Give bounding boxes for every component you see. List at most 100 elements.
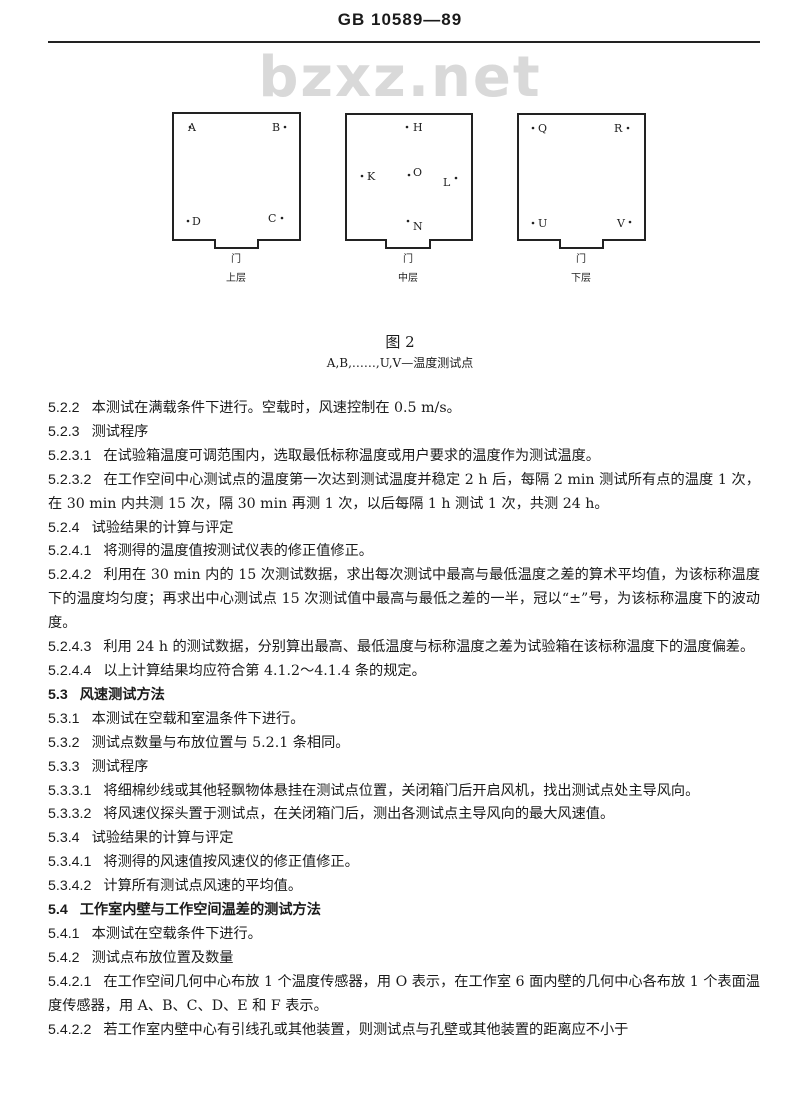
clause-number: 5.3.4 [48, 830, 80, 847]
floor-label: 上层 [226, 272, 246, 284]
point-marker [280, 216, 284, 220]
figure-legend: A,B,……,U,V—温度测试点 [326, 356, 474, 370]
figure-caption: 图 2 [385, 333, 415, 351]
clause-number: 5.3.4.1 [48, 854, 92, 871]
point-label: A [187, 121, 197, 134]
clause-number: 5.4.2 [48, 949, 80, 966]
point-marker [531, 126, 535, 130]
clause-number: 5.2.4.2 [48, 567, 92, 584]
clause-number: 5.2.3.2 [48, 471, 92, 488]
clause-text: 计算所有测试点风速的平均值。 [103, 878, 303, 895]
clause-number: 5.4.1 [48, 925, 80, 942]
point-marker [405, 125, 409, 129]
clause-number: 5.3 [48, 686, 68, 703]
paragraph: 5.2.4.4 以上计算结果均应符合第 4.1.2～4.1.4 条的规定。 [48, 660, 760, 684]
clause-number: 5.2.4 [48, 519, 80, 536]
clause-text: 本测试在空载和室温条件下进行。 [91, 710, 305, 727]
clause-text: 测试点数量与布放位置与 5.2.1 条相同。 [91, 734, 350, 751]
clause-text: 测试程序 [91, 758, 149, 775]
clause-number: 5.2.2 [48, 400, 80, 416]
paragraph: 5.3.4.2 计算所有测试点风速的平均值。 [48, 875, 760, 899]
clause-text: 测试程序 [91, 423, 149, 440]
floor-label: 下层 [571, 272, 591, 284]
clause-text: 利用在 30 min 内的 15 次测试数据，求出每次测试中最高与最低温度之差的… [48, 567, 760, 632]
paragraph: 5.2.4.3 利用 24 h 的测试数据，分别算出最高、最低温度与标称温度之差为… [48, 636, 760, 660]
point-label: B [272, 121, 280, 134]
point-label: L [443, 176, 451, 189]
point-label: N [413, 220, 423, 233]
clause-number: 5.3.3 [48, 758, 80, 775]
clause-number: 5.2.4.4 [48, 662, 92, 679]
point-marker [406, 219, 410, 223]
paragraph: 5.2.3.1 在试验箱温度可调范围内，选取最低标称温度或用户要求的温度作为测试温… [48, 445, 760, 469]
point-label: O [413, 166, 422, 179]
point-marker [407, 173, 411, 177]
point-label: Q [538, 122, 547, 135]
figure-2-diagram: A B C D H K O L N Q R U V 门 上层 门 中层 门 下层 [172, 112, 646, 284]
point-label: V [616, 217, 626, 230]
paragraph: 5.3.1 本测试在空载和室温条件下进行。 [48, 708, 760, 732]
document-body: 5.2.2 本测试在满载条件下进行。空载时，风速控制在 0.5 m/s。 5.2.3… [48, 397, 760, 1042]
clause-text: 在试验箱温度可调范围内，选取最低标称温度或用户要求的温度作为测试温度。 [103, 447, 600, 464]
point-label: R [614, 122, 623, 135]
clause-text: 测试点布放位置及数量 [91, 949, 234, 966]
clause-text: 工作室内壁与工作空间温差的测试方法 [79, 902, 321, 919]
door-label: 门 [231, 252, 241, 265]
clause-number: 5.3.1 [48, 710, 80, 727]
clause-number: 5.2.4.1 [48, 543, 92, 560]
floor-label: 中层 [398, 271, 418, 284]
room-outline-upper [172, 112, 301, 249]
clause-number: 5.2.4.3 [48, 639, 92, 656]
point-marker [531, 221, 535, 225]
paragraph: 5.3.3 测试程序 [48, 756, 760, 780]
point-marker [454, 176, 458, 180]
paragraph: 5.2.4 试验结果的计算与评定 [48, 517, 760, 541]
paragraph: 5.2.2 本测试在满载条件下进行。空载时，风速控制在 0.5 m/s。 [48, 397, 760, 421]
paragraph: 5.2.3 测试程序 [48, 421, 760, 445]
point-label: U [538, 217, 547, 230]
paragraph: 5.4.2 测试点布放位置及数量 [48, 947, 760, 971]
page-header: GB 10589—89 [337, 10, 463, 29]
point-label: C [268, 212, 276, 225]
clause-text: 若工作室内壁中心有引线孔或其他装置，则测试点与孔壁或其他装置的距离应不小于 [103, 1021, 629, 1038]
point-marker [628, 220, 632, 224]
paragraph: 5.4.2.2 若工作室内壁中心有引线孔或其他装置，则测试点与孔壁或其他装置的距离… [48, 1019, 760, 1043]
clause-text: 以上计算结果均应符合第 4.1.2～4.1.4 条的规定。 [103, 662, 426, 679]
header-rule [48, 41, 760, 43]
room-outline-lower [517, 113, 646, 249]
paragraph: 5.3.3.2 将风速仪探头置于测试点，在关闭箱门后，测出各测试点主导风向的最大风… [48, 803, 760, 827]
clause-number: 5.2.3 [48, 423, 80, 440]
paragraph: 5.3.4.1 将测得的风速值按风速仪的修正值修正。 [48, 851, 760, 875]
clause-text: 试验结果的计算与评定 [91, 830, 234, 847]
door-label: 门 [576, 252, 586, 265]
clause-text: 将风速仪探头置于测试点，在关闭箱门后，测出各测试点主导风向的最大风速值。 [103, 806, 615, 823]
paragraph: 5.4.1 本测试在空载条件下进行。 [48, 923, 760, 947]
clause-text: 本测试在空载条件下进行。 [91, 925, 262, 942]
clause-text: 本测试在满载条件下进行。空载时，风速控制在 0.5 m/s。 [91, 400, 461, 416]
clause-text: 将测得的风速值按风速仪的修正值修正。 [103, 854, 359, 871]
clause-text: 在工作空间中心测试点的温度第一次达到测试温度并稳定 2 h 后，每隔 2 min… [48, 471, 760, 512]
point-label: K [367, 170, 376, 183]
point-marker [360, 174, 364, 178]
clause-number: 5.3.4.2 [48, 878, 92, 895]
clause-text: 试验结果的计算与评定 [91, 519, 234, 536]
point-label: H [413, 121, 423, 134]
watermark: bzxz.net [258, 45, 542, 110]
clause-text: 在工作空间几何中心布放 1 个温度传感器，用 O 表示，在工作室 6 面内壁的几… [48, 973, 760, 1014]
clause-number: 5.2.3.1 [48, 447, 92, 464]
clause-text: 利用 24 h 的测试数据，分别算出最高、最低温度与标称温度之差为试验箱在该标称… [103, 639, 755, 656]
point-marker [188, 125, 192, 129]
clause-number: 5.4.2.2 [48, 1021, 92, 1038]
point-marker [283, 125, 287, 129]
point-marker [186, 219, 190, 223]
point-marker [626, 126, 630, 130]
clause-number: 5.3.3.2 [48, 806, 92, 823]
clause-number: 5.4.2.1 [48, 973, 92, 990]
